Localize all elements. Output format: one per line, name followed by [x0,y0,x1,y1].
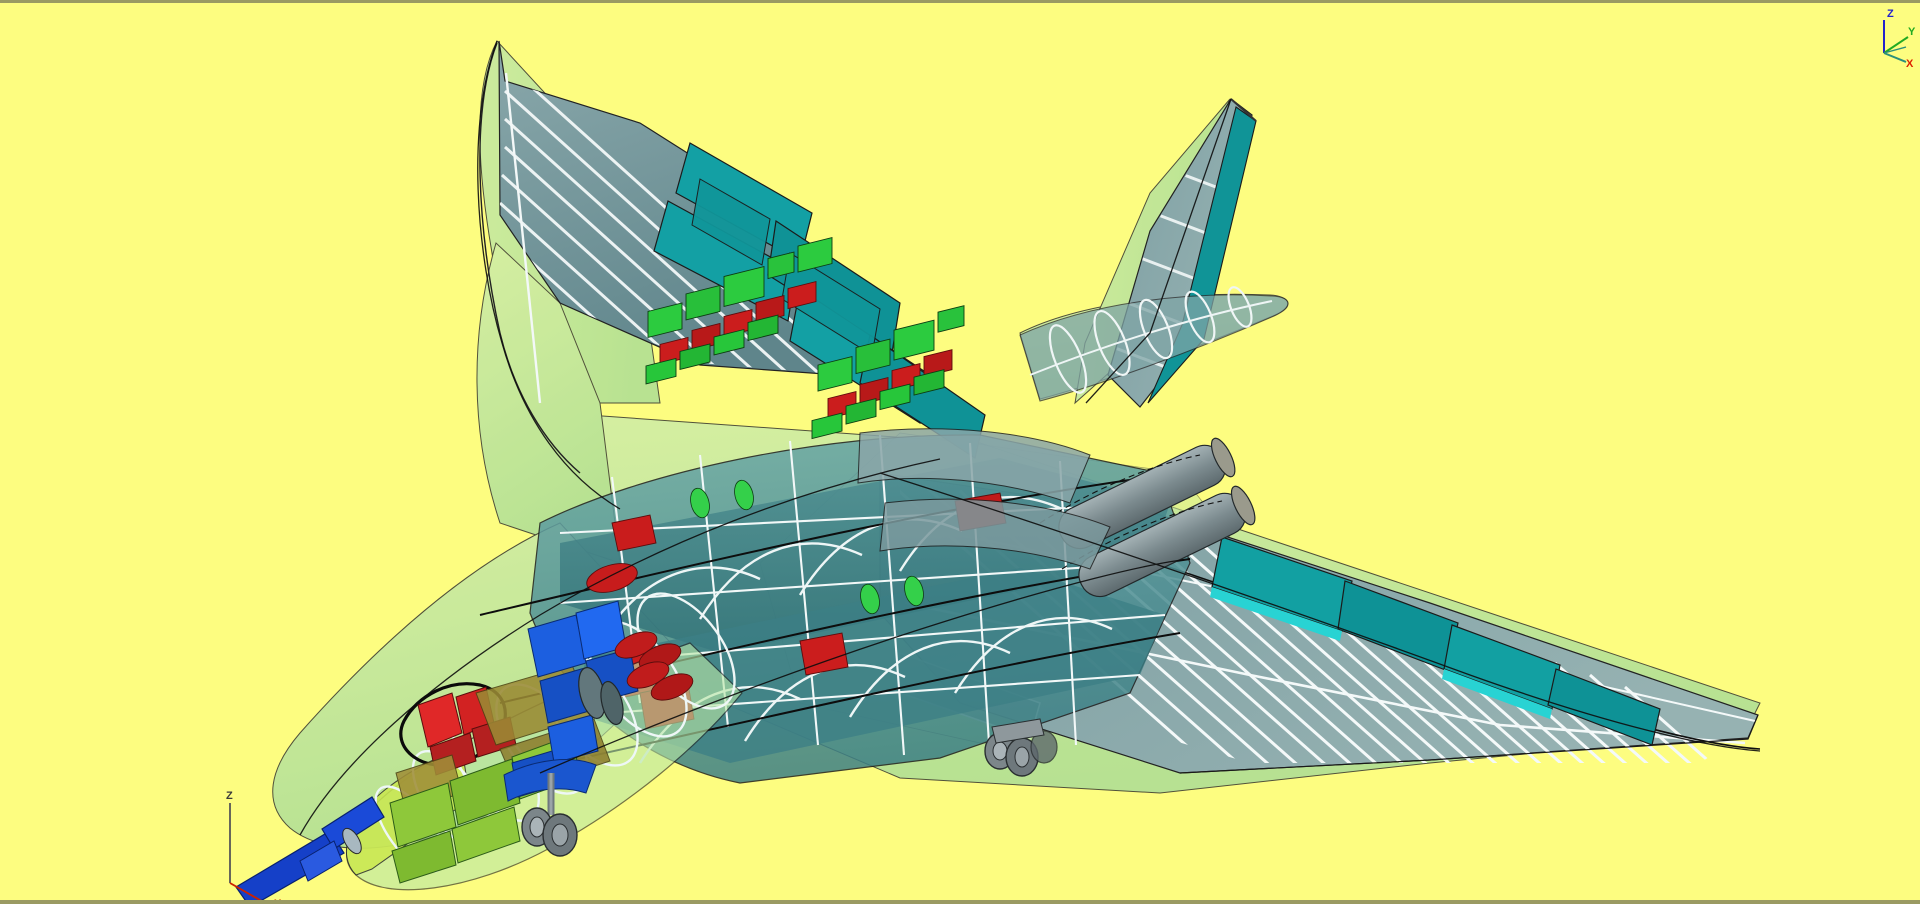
triad-z-axis: Z [1883,8,1894,53]
triad-y-axis: Y [1883,26,1916,54]
view-orientation-triad[interactable]: Z Y X [0,3,1920,904]
payload-canisters-fwd [690,479,754,519]
fin-left-spar [504,72,542,404]
main-gear[interactable] [984,718,1058,777]
nose-probe[interactable] [235,796,385,904]
triad-z-label: Z [1887,8,1894,20]
nose-gear-wheels [521,807,578,857]
radar-assembly [578,667,624,726]
aircraft-model[interactable] [0,3,1920,904]
forward-fuselage[interactable] [346,576,753,891]
origin-x-axis: X [229,882,282,904]
origin-z-label: Z [226,790,233,802]
model-scene[interactable]: Z Y X Z X [0,3,1920,900]
origin-x-label: X [274,898,282,904]
payload-bay-fwd[interactable] [645,236,833,520]
tail-cone-pod[interactable] [1019,284,1289,402]
model-origin-triad[interactable]: Z X [0,3,1920,904]
triad-x-axis: X [1883,52,1914,70]
avionics-rack-blue[interactable] [511,600,639,798]
origin-z-axis: Z [226,790,233,883]
nose-gear[interactable] [521,773,578,857]
fin-left-leading-edge [479,42,581,474]
forward-stores [614,631,694,701]
fin-right-tip [1230,98,1257,122]
triad-y-label: Y [1908,26,1916,38]
model-silhouette-edges [299,40,1761,836]
payload-bay-aft[interactable] [811,305,965,616]
wing-trailing-edge [1179,714,1759,774]
triad-x-label: X [1906,58,1914,70]
engine-inlet-ducts [857,428,1111,570]
payload-canisters-aft [860,575,924,615]
tail-pod-spine [1029,300,1273,376]
